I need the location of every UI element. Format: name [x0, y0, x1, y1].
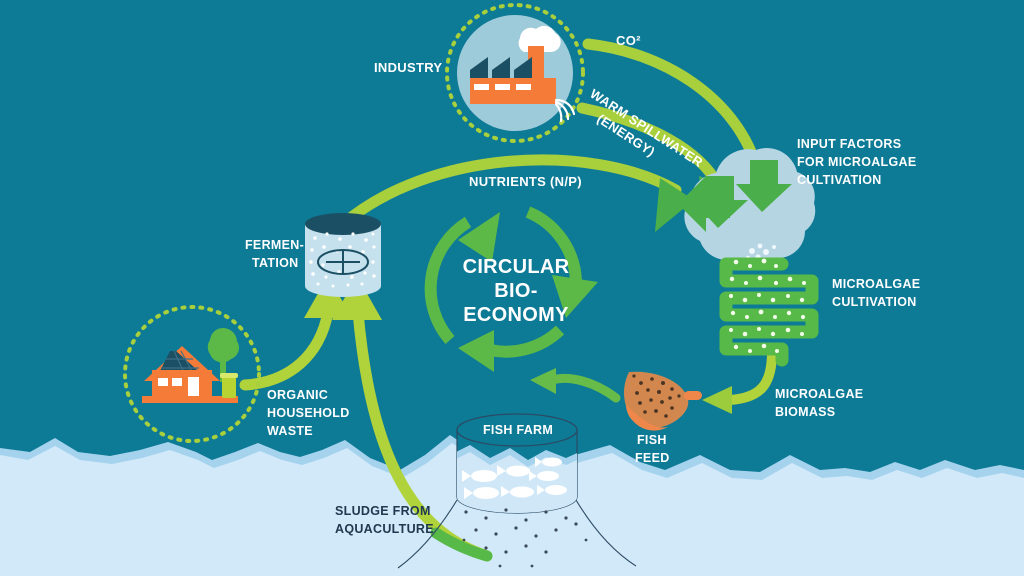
fermentation-line1: FERMEN- [245, 238, 304, 252]
center-line3: ECONOMY [463, 304, 569, 326]
factory-window-3 [516, 84, 531, 90]
co2-label: CO² [616, 33, 641, 48]
fish-feed-node[interactable]: FISH FEED [623, 371, 702, 465]
fish-feed-line2: FEED [635, 451, 670, 465]
fish-feed-handle [684, 391, 702, 400]
microalgae-biomass-line1: MICROALGAE [775, 387, 863, 401]
fermentation-top [305, 213, 381, 235]
factory-window-1 [474, 84, 489, 90]
organic-waste-line2: HOUSEHOLD [267, 406, 350, 420]
center-title: CIRCULAR BIO- ECONOMY [463, 256, 570, 326]
fish-feed-line1: FISH [637, 433, 667, 447]
input-factors-line3: CULTIVATION [797, 173, 882, 187]
industry-node[interactable]: INDUSTRY [374, 3, 585, 143]
arrow-microalgae-biomass-head [702, 386, 732, 414]
photobioreactor-bubbles [728, 258, 806, 353]
fish-feed-rim [626, 404, 668, 431]
waste-bin [222, 377, 236, 398]
arrow-co2-path [582, 38, 763, 174]
house-door [188, 377, 199, 398]
tree-foliage [207, 327, 240, 363]
factory-roof-2 [492, 57, 510, 78]
cycle-arrow-left [424, 216, 472, 344]
house-window-2 [172, 378, 182, 386]
house-ground [142, 396, 238, 403]
spillwater-lines [554, 98, 576, 123]
fish [497, 465, 530, 477]
fish-group [462, 457, 567, 499]
nutrients-label: NUTRIENTS (N/P) [469, 174, 582, 189]
circular-economy-arrows [424, 206, 598, 372]
house-icon [142, 327, 240, 403]
cycle-arrow-left-head [458, 212, 500, 262]
input-factors-line2: FOR MICROALGAE [797, 155, 916, 169]
fish-farm-top-rim [456, 413, 578, 447]
cloud-arrow-head-right [736, 160, 792, 212]
fish [464, 487, 499, 499]
factory-roof-3 [514, 57, 532, 78]
factory-roof-1 [470, 57, 488, 78]
organic-household-waste-node[interactable]: ORGANIC HOUSEHOLD WASTE [123, 305, 350, 443]
cycle-arrow-right-head [552, 275, 598, 318]
input-factors-cloud[interactable]: INPUT FACTORS FOR MICROALGAE CULTIVATION [678, 137, 916, 266]
fish [501, 486, 534, 498]
arrow-microalgae-biomass-path [725, 347, 777, 405]
arrow-nutrients-path [337, 154, 682, 230]
smoke-cloud [518, 25, 561, 52]
fish [462, 470, 497, 482]
arrow-nutrients-head [655, 178, 694, 232]
microalgae-cultivation-line2: CULTIVATION [832, 295, 917, 309]
fish-farm-node[interactable]: FISH FARM [397, 413, 637, 569]
cycle-arrow-right [525, 206, 582, 283]
arrow-fish-feed-head [530, 368, 556, 394]
cloud-arrow-head-mid [692, 176, 748, 228]
organic-waste-line3: WASTE [267, 424, 313, 438]
house-window-1 [158, 378, 168, 386]
sludge-line2: AQUACULTURE [335, 522, 434, 536]
arrow-warm-spillwater-path [576, 102, 724, 191]
fermentation-node[interactable]: FERMEN- TATION [245, 213, 381, 297]
arrow-organic-waste-head [304, 276, 352, 318]
industry-dotted-ring [445, 3, 585, 143]
microalgae-cultivation-line1: MICROALGAE [832, 277, 920, 291]
fermentation-symbol [317, 249, 369, 275]
fermentation-line2: TATION [252, 256, 298, 270]
center-line1: CIRCULAR [463, 256, 570, 278]
cycle-arrow-bottom [488, 325, 565, 358]
waste-bin-lid [220, 373, 238, 378]
photobioreactor-tube [719, 257, 819, 367]
tree-trunk [220, 358, 226, 382]
factory-window-2 [495, 84, 510, 90]
arrow-sludge-green-tip [430, 527, 493, 562]
industry-label: INDUSTRY [374, 60, 442, 75]
microalgae-biomass-line2: BIOMASS [775, 405, 835, 419]
cycle-arrow-bottom-head [458, 330, 494, 372]
household-dotted-ring [123, 305, 261, 443]
arrow-microalgae-biomass [702, 347, 777, 414]
sludge-line1: SLUDGE FROM [335, 504, 431, 518]
sludge-particles [462, 508, 588, 568]
photobioreactor[interactable]: MICROALGAE CULTIVATION [719, 257, 920, 367]
fish-farm-net [397, 499, 637, 569]
fish-feed-pellets [632, 374, 681, 418]
fish-farm-label: FISH FARM [483, 423, 553, 437]
input-factors-line1: INPUT FACTORS [797, 137, 901, 151]
fish-feed-scoop [623, 371, 689, 428]
factory-body [470, 78, 556, 104]
fish [537, 485, 567, 495]
arrow-nutrients [337, 154, 694, 232]
arrow-fish-feed [530, 368, 621, 403]
center-line2: BIO- [494, 280, 537, 302]
factory-icon [470, 25, 576, 123]
fish [535, 457, 562, 467]
organic-waste-line1: ORGANIC [267, 388, 328, 402]
fish [529, 471, 559, 481]
arrow-fish-feed-path [547, 373, 621, 403]
